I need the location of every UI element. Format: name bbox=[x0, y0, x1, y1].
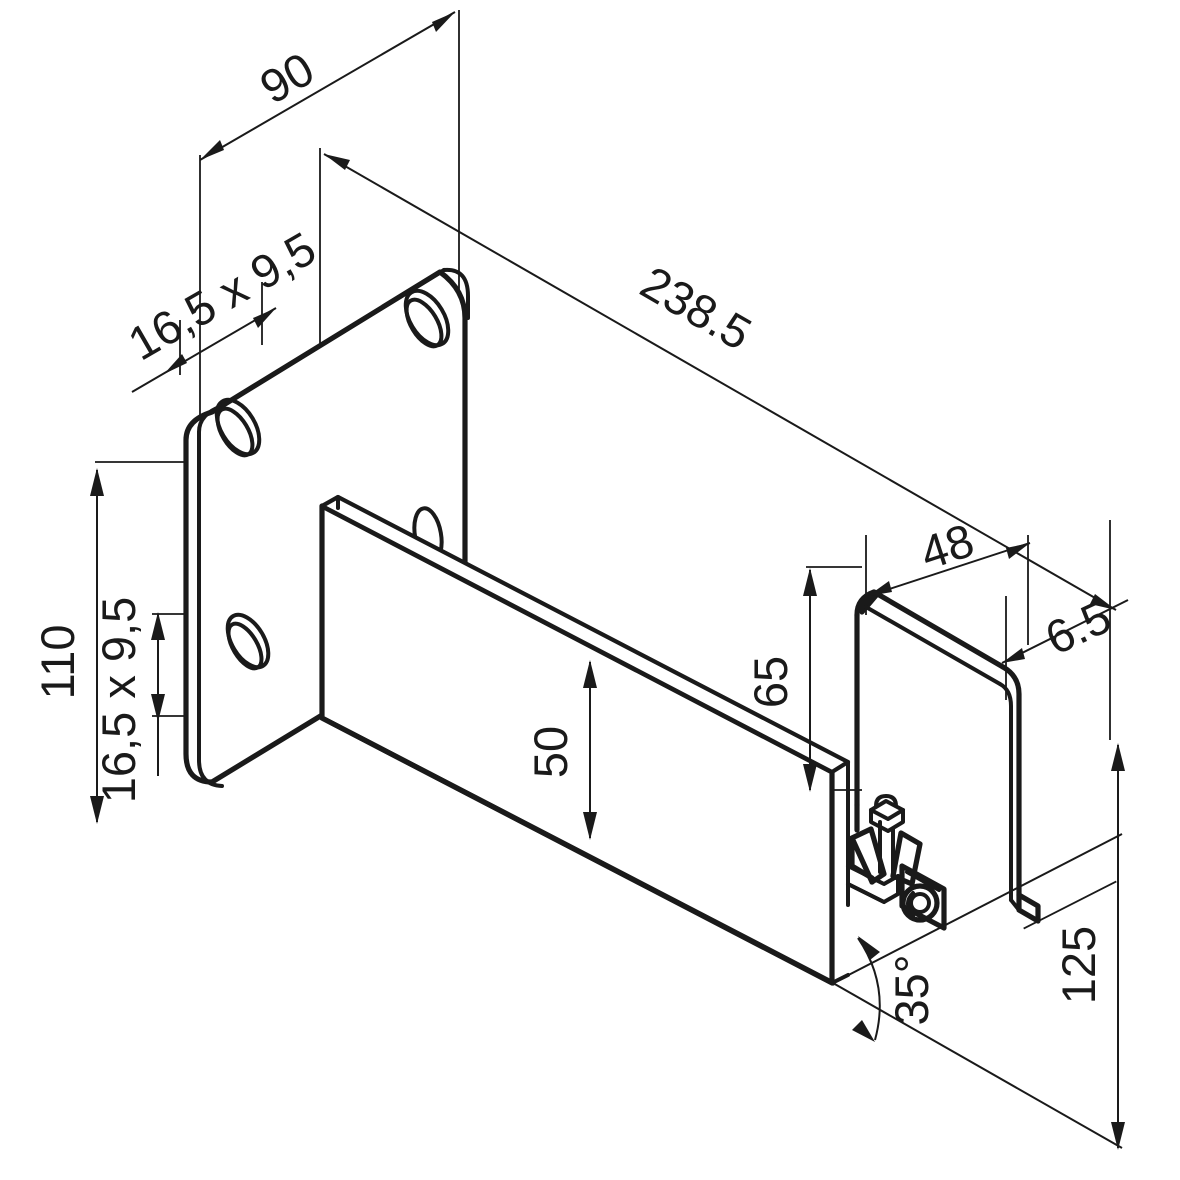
dimension-label-slot-left: 16,5 x 9,5 bbox=[92, 597, 145, 803]
dimension-label-48: 48 bbox=[914, 513, 980, 580]
dimension-90: 90 bbox=[199, 11, 456, 161]
dimension-110: 110 bbox=[31, 468, 104, 824]
dimension-label-6-5: 6.5 bbox=[1037, 589, 1119, 665]
dimension-label-35-deg: 35° bbox=[885, 954, 938, 1025]
dimension-label-90: 90 bbox=[251, 42, 323, 114]
dimension-65: 65 bbox=[744, 568, 817, 792]
dimension-label-50: 50 bbox=[524, 726, 577, 778]
dimension-label-238-5: 238.5 bbox=[632, 255, 760, 360]
base-reference-line bbox=[319, 715, 1123, 1149]
dimension-48: 48 bbox=[867, 513, 1031, 597]
clamp-assembly bbox=[846, 794, 947, 931]
dimension-35-deg: 35° bbox=[852, 936, 938, 1042]
slot-hole-top-right bbox=[403, 288, 451, 349]
slot-hole-top-left bbox=[214, 397, 262, 458]
slot-hole-lower-left bbox=[225, 612, 271, 671]
dimension-label-110: 110 bbox=[31, 625, 84, 700]
dimension-label-slot-top: 16,5 x 9,5 bbox=[119, 221, 324, 370]
end-bracket bbox=[854, 589, 1041, 924]
dimension-label-125: 125 bbox=[1052, 926, 1105, 1004]
dimension-label-65: 65 bbox=[744, 656, 797, 708]
dimension-50: 50 bbox=[524, 660, 597, 840]
dimension-slot-left: 16,5 x 9,5 bbox=[92, 597, 165, 803]
arm-plate bbox=[319, 494, 851, 986]
dimension-125: 125 bbox=[1052, 743, 1125, 1150]
